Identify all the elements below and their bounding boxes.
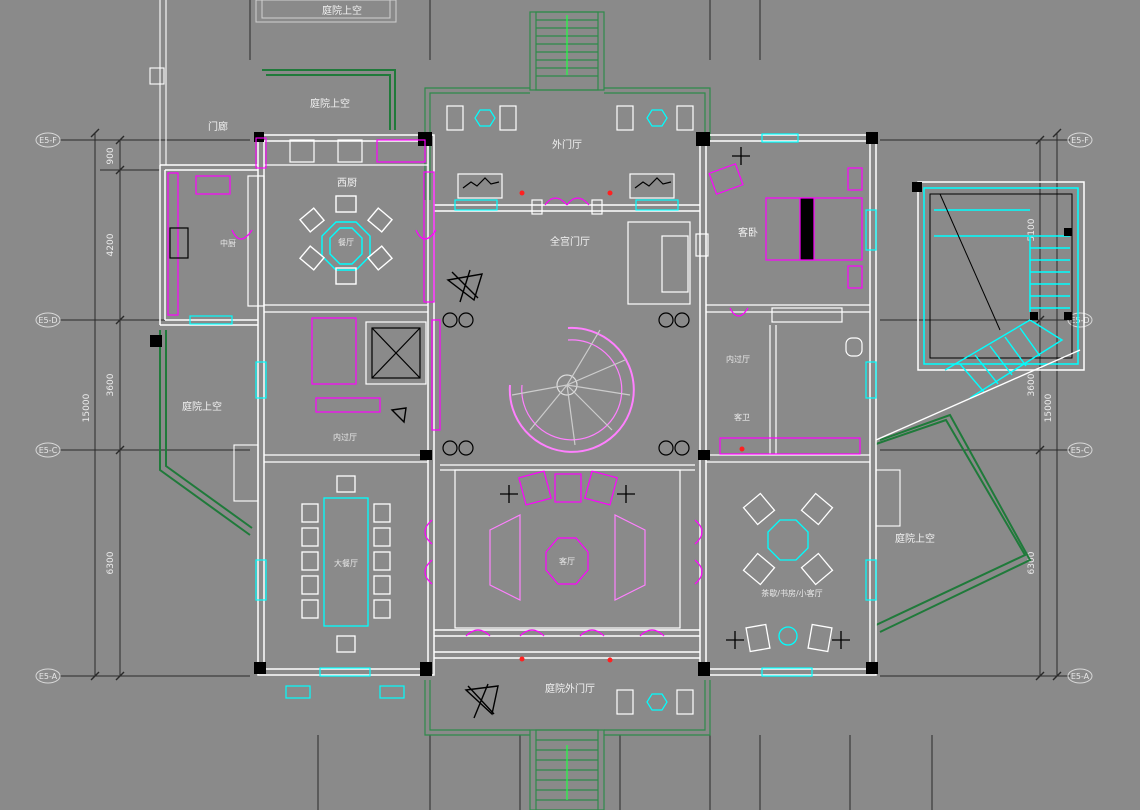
axis-right-a: E5-A <box>1071 672 1090 681</box>
dining-room-furniture <box>289 139 426 163</box>
dim-left-4200: 4200 <box>106 233 116 256</box>
label-courtyard-top: 庭院上空 <box>322 4 362 17</box>
guest-room-bed <box>708 163 863 289</box>
label-inner-foyer: 内过厅 <box>333 432 357 442</box>
axis-right-d: E5-D <box>1070 316 1089 325</box>
outer-foyer-furniture <box>446 105 694 131</box>
bottom-grid-lines <box>249 0 933 810</box>
left-dimension-ticks <box>90 128 125 681</box>
label-courtyard-left: 庭院上空 <box>182 400 222 413</box>
pillar-pairs <box>442 312 690 456</box>
axis-right-c: E5-C <box>1071 446 1090 455</box>
bottom-stairs <box>529 729 605 810</box>
plant-symbols <box>390 269 499 719</box>
garden-foyer-furniture <box>285 685 694 715</box>
stair-tower <box>917 181 1085 371</box>
bath-fixtures <box>719 337 863 455</box>
axis-left-c: E5-C <box>39 446 58 455</box>
label-kitchen: 中厨 <box>220 238 236 248</box>
label-banquet: 大餐厅 <box>334 558 358 568</box>
axis-left-d: E5-D <box>38 316 57 325</box>
side-doors <box>231 229 749 637</box>
left-porch-detail <box>149 0 901 527</box>
label-porch: 门廊 <box>208 120 228 133</box>
banquet-table <box>301 475 391 653</box>
dim-left-total: 15000 <box>82 393 92 422</box>
foyer-console-tables <box>457 173 675 199</box>
axis-left-f: E5-F <box>39 136 57 145</box>
windows <box>189 133 877 677</box>
label-living-room: 客厅 <box>559 556 575 566</box>
dim-right-6300: 6300 <box>1027 551 1037 574</box>
label-inner-foyer-right: 内过厅 <box>726 354 750 364</box>
dim-left-900: 900 <box>106 147 116 164</box>
axis-bubbles-left <box>35 132 61 684</box>
label-garden-foyer: 庭院外门厅 <box>545 682 595 695</box>
right-dimension-system <box>880 133 1070 677</box>
spiral-staircase <box>508 326 635 453</box>
living-room <box>454 469 681 629</box>
guest-room-wardrobe <box>627 221 843 323</box>
label-dining-room: 西厨 <box>337 177 357 189</box>
tea-room-furniture <box>742 492 834 653</box>
top-stairs <box>529 11 605 91</box>
stair-tower-ramp <box>875 319 1081 441</box>
elevator <box>365 321 427 385</box>
label-bath: 客卫 <box>734 412 750 422</box>
dim-right-3600: 3600 <box>1027 373 1037 396</box>
kitchen-fixtures <box>167 172 265 316</box>
dim-right-5100: 5100 <box>1027 218 1037 241</box>
left-dimension-system <box>60 133 250 677</box>
landscape-outlines <box>159 69 1032 633</box>
label-outer-foyer: 外门厅 <box>552 138 582 151</box>
red-markers <box>519 190 745 663</box>
label-tea-room: 茶歇/书房/小客厅 <box>761 588 822 598</box>
dim-left-3600: 3600 <box>106 373 116 396</box>
plus-marks <box>500 147 850 649</box>
dim-left-6300: 6300 <box>106 551 116 574</box>
bottom-porch <box>424 680 711 736</box>
label-hall-entrance: 全宫门厅 <box>550 235 590 248</box>
label-dining: 餐厅 <box>338 238 354 247</box>
left-closets <box>311 171 441 431</box>
axis-right-f: E5-F <box>1071 136 1089 145</box>
main-entry-doors <box>531 197 603 215</box>
exterior-walls <box>159 134 877 676</box>
top-porch <box>424 87 711 200</box>
stair-tower-columns <box>912 182 1072 320</box>
dining-table-round <box>298 195 394 285</box>
axis-bubbles-right <box>1067 132 1093 684</box>
right-dimension-ticks <box>1035 128 1062 681</box>
top-courtyard <box>255 0 397 23</box>
label-courtyard-right: 庭院上空 <box>895 532 935 545</box>
label-courtyard-upper-left: 庭院上空 <box>310 97 350 110</box>
label-guest-room: 客卧 <box>738 226 758 239</box>
axis-left-a: E5-A <box>39 672 58 681</box>
structural-columns <box>150 132 878 676</box>
dim-right-total: 15000 <box>1044 393 1054 422</box>
